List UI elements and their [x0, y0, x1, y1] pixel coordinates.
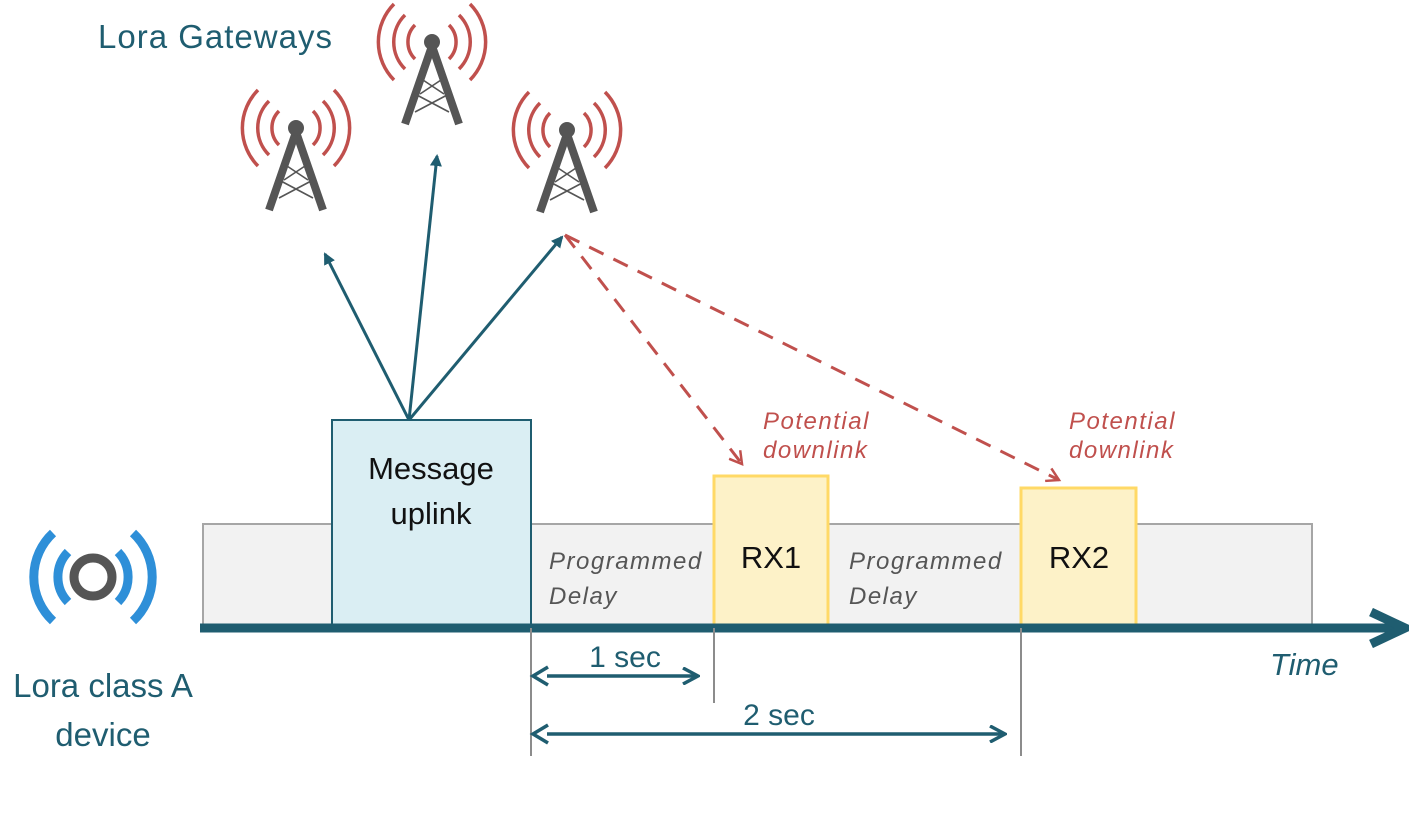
potential-downlink-2-line-1: Potential [1069, 408, 1176, 435]
gateways-title: Lora Gateways [98, 18, 333, 55]
rx2-box [1019, 486, 1138, 630]
dimension-1-sec-left-head [529, 665, 549, 687]
uplink-arrow-gateway-3 [407, 235, 564, 421]
dimension-2-sec-left-head [529, 723, 549, 745]
downlink-arrow-rx2 [564, 233, 1059, 480]
potential-downlink-2-line-2: downlink [1069, 437, 1175, 464]
rx1-label: RX1 [741, 540, 801, 575]
time-label: Time [1270, 647, 1339, 682]
dimension-1-sec-label: 1 sec [589, 641, 661, 674]
delay-label-2-line-2: Delay [849, 583, 918, 610]
delay-label-2-line-1: Programmed [849, 548, 1003, 575]
uplink-arrow-gateway-2 [407, 154, 442, 421]
gateway-tower-icon [513, 92, 620, 212]
rx2-label: RX2 [1049, 540, 1109, 575]
dimension-2-sec-label: 2 sec [743, 699, 815, 732]
uplink-label-line-2: uplink [391, 496, 472, 531]
device-label-line-2: device [55, 716, 150, 753]
message-uplink-box [331, 419, 532, 629]
delay-label-1-line-2: Delay [549, 583, 618, 610]
potential-downlink-1-line-2: downlink [763, 437, 869, 464]
uplink-arrow-gateway-1 [323, 252, 411, 421]
lora-device-icon [29, 529, 157, 625]
uplink-label-line-1: Message [368, 451, 494, 486]
gateway-tower-icon [242, 90, 349, 210]
delay-label-1-line-1: Programmed [549, 548, 703, 575]
downlink-arrow-rx1 [563, 234, 742, 464]
device-label-line-1: Lora class A [13, 667, 193, 704]
potential-downlink-1-line-1: Potential [763, 408, 870, 435]
gateway-tower-icon [378, 4, 485, 124]
